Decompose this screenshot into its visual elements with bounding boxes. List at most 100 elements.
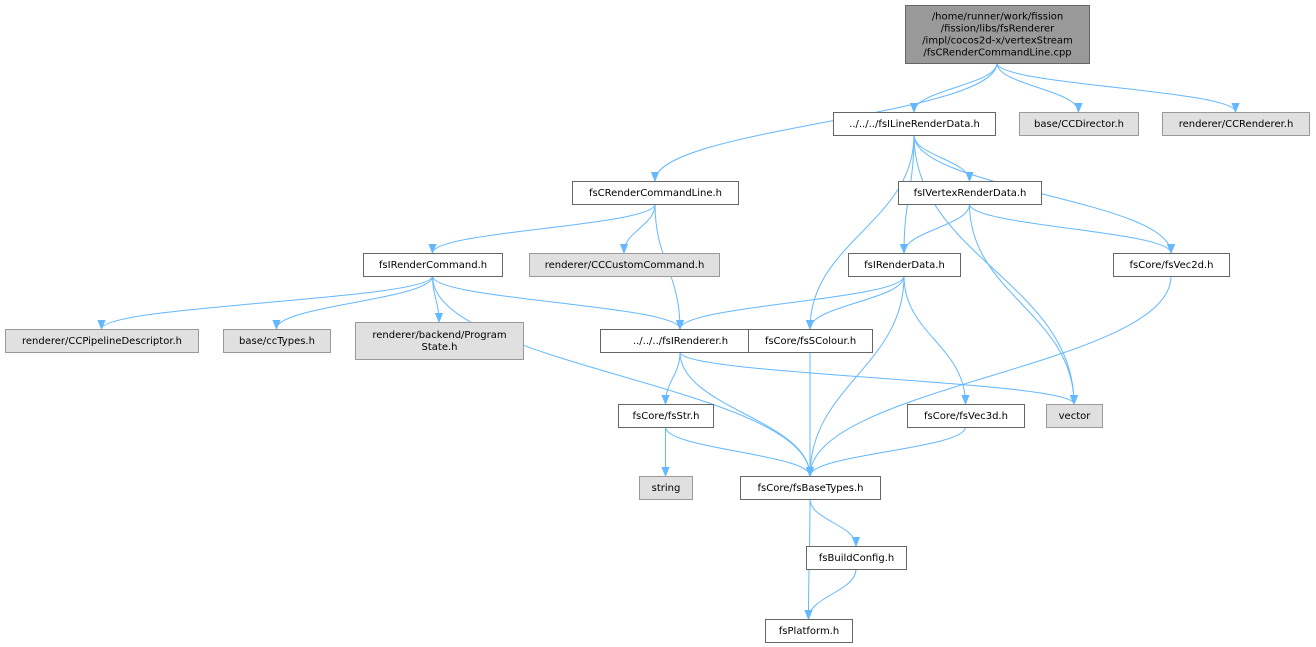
edge-root-to-ccdirector	[996, 62, 1079, 113]
node-ccpipeline: renderer/CCPipelineDescriptor.h	[5, 329, 199, 353]
node-irendercommand[interactable]: fsIRenderCommand.h	[363, 253, 503, 277]
nodes-layer: /home/runner/work/fission/fission/libs/f…	[5, 5, 1310, 643]
node-label-cccustomcommand-line-0: renderer/CCCustomCommand.h	[545, 260, 705, 271]
node-box-vec2d	[1113, 253, 1230, 277]
node-label-vec3d-line-0: fsCore/fsVec3d.h	[924, 411, 1008, 422]
node-box-vec3d	[907, 404, 1025, 428]
edge-root-to-ilinerenderdata	[914, 62, 998, 113]
node-crendercommandline[interactable]: fsCRenderCommandLine.h	[572, 181, 739, 205]
node-box-ccdirector	[1019, 112, 1139, 136]
node-label-str-line-0: fsCore/fsStr.h	[633, 411, 700, 422]
node-label-vec2d-line-0: fsCore/fsVec2d.h	[1130, 260, 1214, 271]
edge-basetypes-to-buildconfig	[809, 498, 856, 547]
node-box-ccpipeline	[5, 329, 199, 353]
node-ivertexrenderdata[interactable]: fsIVertexRenderData.h	[898, 181, 1042, 205]
node-basetypes[interactable]: fsCore/fsBaseTypes.h	[740, 476, 881, 500]
edge-str-to-basetypes	[665, 426, 811, 477]
node-label-ccpipeline-line-0: renderer/CCPipelineDescriptor.h	[22, 336, 182, 347]
node-vec3d[interactable]: fsCore/fsVec3d.h	[907, 404, 1025, 428]
node-label-programstate-line-0: renderer/backend/Program	[372, 330, 506, 341]
node-label-root-line-0: /home/runner/work/fission	[932, 12, 1063, 23]
node-box-ilinerenderdata	[833, 112, 996, 136]
edge-crendercommandline-to-irendercommand	[433, 203, 656, 254]
node-box-buildconfig	[806, 546, 907, 570]
node-vec2d[interactable]: fsCore/fsVec2d.h	[1113, 253, 1230, 277]
node-box-basetypes	[740, 476, 881, 500]
node-root: /home/runner/work/fission/fission/libs/f…	[905, 5, 1090, 64]
node-label-buildconfig-line-0: fsBuildConfig.h	[819, 553, 894, 564]
node-label-string-line-0: string	[652, 483, 681, 494]
edge-ilinerenderdata-to-vector	[913, 134, 1074, 404]
edge-irenderdata-to-scolour	[810, 275, 905, 330]
edge-crendercommandline-to-cccustomcommand	[624, 203, 656, 254]
edge-irendercommand-to-irenderer	[432, 275, 681, 330]
node-box-platform	[765, 619, 853, 643]
edge-vec3d-to-basetypes	[810, 426, 966, 477]
edges-layer	[102, 62, 1236, 620]
node-cccustomcommand: renderer/CCCustomCommand.h	[529, 253, 720, 277]
edge-irenderer-to-vector	[679, 351, 1074, 405]
edge-irendercommand-to-basetypes	[432, 275, 811, 476]
node-cctypes: base/ccTypes.h	[223, 329, 331, 353]
node-label-root-line-3: /fsCRenderCommandLine.cpp	[923, 48, 1071, 59]
edge-ivertexrenderdata-to-vec2d	[969, 203, 1172, 254]
node-label-programstate-line-1: State.h	[422, 342, 458, 353]
node-box-ccrenderer	[1162, 112, 1310, 136]
node-str[interactable]: fsCore/fsStr.h	[618, 404, 714, 428]
node-label-irenderer-line-0: ../../../fsIRenderer.h	[633, 336, 728, 347]
edge-irenderer-to-basetypes	[679, 351, 810, 476]
node-label-ccrenderer-line-0: renderer/CCRenderer.h	[1179, 119, 1294, 130]
node-box-programstate	[355, 322, 524, 360]
node-label-basetypes-line-0: fsCore/fsBaseTypes.h	[757, 483, 863, 494]
node-box-irendercommand	[363, 253, 503, 277]
node-box-cccustomcommand	[529, 253, 720, 277]
node-box-ivertexrenderdata	[898, 181, 1042, 205]
node-label-ccdirector-line-0: base/CCDirector.h	[1034, 119, 1124, 130]
edge-irendercommand-to-ccpipeline	[102, 275, 433, 330]
node-label-platform-line-0: fsPlatform.h	[779, 626, 839, 637]
node-label-irenderdata-line-0: fsIRenderData.h	[864, 260, 945, 271]
edge-irenderdata-to-irenderer	[680, 275, 905, 330]
node-string: string	[639, 476, 693, 500]
edge-irendercommand-to-cctypes	[277, 275, 433, 330]
edge-buildconfig-to-platform	[809, 568, 857, 620]
edge-root-to-ccrenderer	[996, 62, 1236, 113]
node-box-str	[618, 404, 714, 428]
node-buildconfig[interactable]: fsBuildConfig.h	[806, 546, 907, 570]
edge-ilinerenderdata-to-vec2d	[913, 134, 1171, 253]
node-box-crendercommandline	[572, 181, 739, 205]
node-label-crendercommandline-line-0: fsCRenderCommandLine.h	[589, 188, 722, 199]
node-label-ilinerenderdata-line-0: ../../../fsILineRenderData.h	[849, 119, 980, 130]
node-label-irendercommand-line-0: fsIRenderCommand.h	[379, 260, 487, 271]
node-ccdirector: base/CCDirector.h	[1019, 112, 1139, 136]
edge-ilinerenderdata-to-ivertexrenderdata	[913, 134, 970, 182]
node-irenderdata[interactable]: fsIRenderData.h	[848, 253, 961, 277]
node-irenderer[interactable]: ../../../fsIRenderer.h	[600, 329, 761, 353]
edge-irenderer-to-str	[666, 351, 681, 404]
node-label-cctypes-line-0: base/ccTypes.h	[239, 336, 315, 347]
node-ilinerenderdata[interactable]: ../../../fsILineRenderData.h	[833, 112, 996, 136]
edge-root-to-crendercommandline	[655, 62, 998, 181]
node-box-scolour	[748, 329, 873, 353]
node-label-ivertexrenderdata-line-0: fsIVertexRenderData.h	[914, 188, 1027, 199]
node-box-string	[639, 476, 693, 500]
edge-ilinerenderdata-to-scolour	[810, 134, 915, 329]
node-ccrenderer: renderer/CCRenderer.h	[1162, 112, 1310, 136]
node-box-irenderdata	[848, 253, 961, 277]
node-platform[interactable]: fsPlatform.h	[765, 619, 853, 643]
node-box-root	[905, 5, 1090, 64]
edge-ivertexrenderdata-to-vector	[969, 203, 1075, 404]
node-scolour[interactable]: fsCore/fsSColour.h	[748, 329, 873, 353]
node-label-vector-line-0: vector	[1059, 411, 1092, 422]
node-box-cctypes	[223, 329, 331, 353]
edge-vec2d-to-basetypes	[810, 275, 1172, 476]
edge-ivertexrenderdata-to-irenderdata	[904, 203, 970, 254]
node-box-vector	[1046, 404, 1103, 428]
edge-irenderdata-to-basetypes	[810, 275, 905, 476]
node-vector: vector	[1046, 404, 1103, 428]
edge-irenderdata-to-vec3d	[903, 275, 966, 404]
node-label-scolour-line-0: fsCore/fsSColour.h	[765, 336, 856, 347]
node-label-root-line-2: /impl/cocos2d-x/vertexStream	[922, 36, 1073, 47]
